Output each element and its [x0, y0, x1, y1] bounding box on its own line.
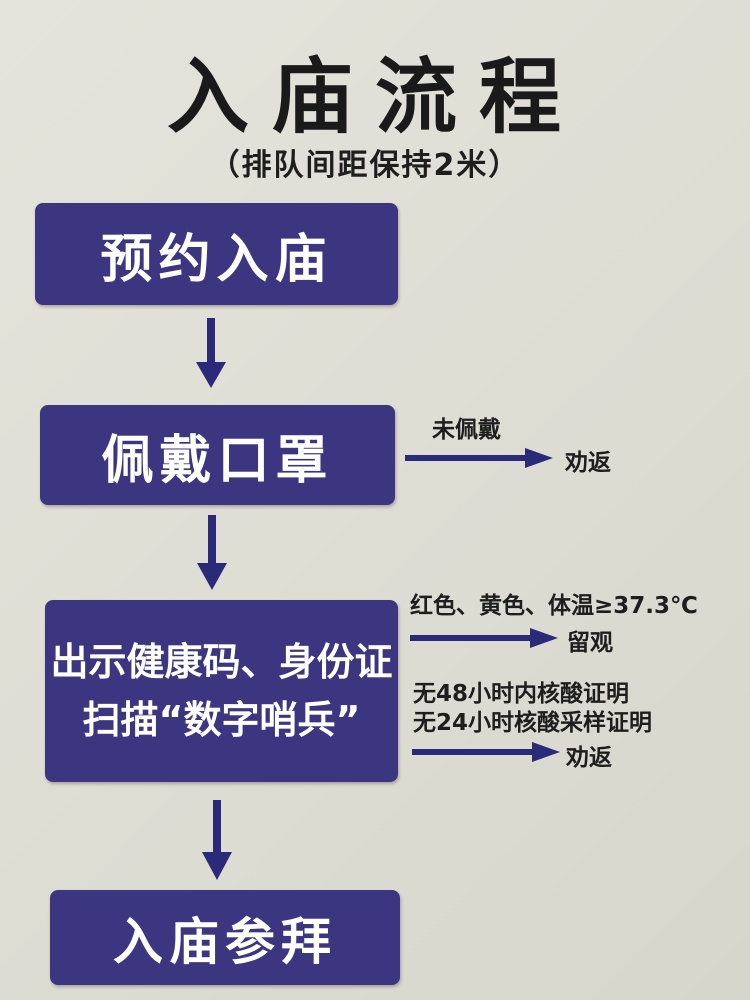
step-reserve: 预约入庙: [35, 203, 398, 305]
branch-result: 留观: [567, 630, 613, 656]
step-enter-worship: 入庙参拜: [50, 890, 400, 985]
right-arrow-icon: [405, 448, 553, 468]
branch-result: 劝返: [566, 745, 612, 771]
page-title: 入庙流程: [166, 49, 583, 145]
branch-result: 劝返: [565, 450, 611, 476]
step-wear-mask: 佩戴口罩: [40, 405, 395, 505]
down-arrow-icon: [202, 800, 232, 880]
step-line: 扫描“数字哨兵”: [82, 698, 361, 742]
right-arrow-icon: [412, 742, 560, 762]
branch-condition: 未佩戴: [432, 417, 501, 443]
down-arrow-icon: [197, 515, 227, 590]
step-label: 入庙参拜: [113, 912, 337, 971]
branch-condition: 红色、黄色、体温≥37.3℃: [410, 593, 698, 619]
step-label: 佩戴口罩: [101, 430, 334, 491]
step-line: 出示健康码、身份证: [50, 640, 393, 684]
right-arrow-icon: [410, 628, 558, 648]
branch-condition: 无24小时核酸采样证明: [413, 710, 653, 736]
step-label: 预约入庙: [100, 229, 333, 290]
down-arrow-icon: [196, 318, 226, 388]
subtitle: （排队间距保持2米）: [209, 148, 521, 183]
branch-condition: 无48小时内核酸证明: [413, 681, 630, 707]
step-show-codes: 出示健康码、身份证 扫描“数字哨兵”: [45, 600, 398, 782]
